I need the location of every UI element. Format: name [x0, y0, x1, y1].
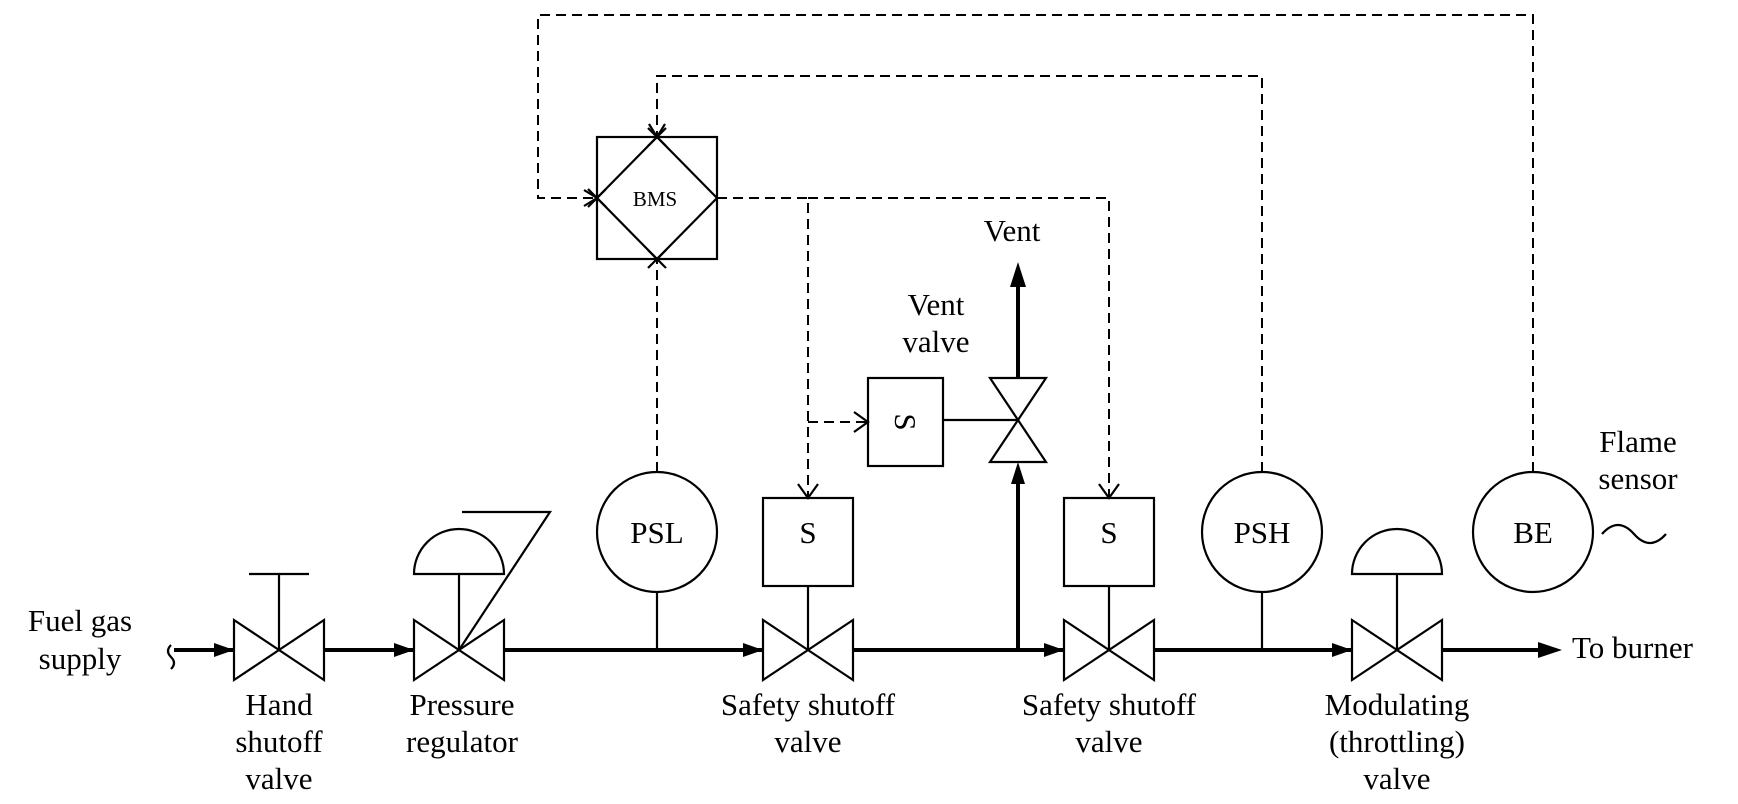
bms-label: BMS — [633, 187, 677, 211]
vent-solenoid-label: S — [888, 413, 923, 430]
safety-shutoff-1-label-line1: Safety shutoff — [721, 687, 896, 722]
flow-arrows — [214, 642, 1562, 658]
modulating-label-line3: valve — [1363, 761, 1430, 796]
safety-shutoff-valve-1: S — [761, 496, 855, 683]
modulating-valve — [1350, 527, 1444, 683]
be-label: BE — [1513, 515, 1553, 550]
to-burner-label: To burner — [1572, 630, 1694, 665]
hand-shutoff-label-line3: valve — [245, 761, 312, 796]
main-pipe — [166, 644, 1542, 670]
solenoid-2-label: S — [1100, 515, 1117, 550]
vent-valve-label-line2: valve — [902, 324, 969, 359]
safety-shutoff-valve-2: S — [1062, 496, 1156, 683]
hand-shutoff-label-line1: Hand — [245, 687, 313, 722]
bms-controller: BMS — [587, 127, 719, 269]
pressure-regulator-label-line2: regulator — [406, 724, 519, 759]
vent-valve: S — [866, 376, 1049, 468]
modulating-label-line2: (throttling) — [1329, 724, 1465, 759]
pressure-switch-low: PSL — [595, 470, 719, 650]
solenoid-1-label: S — [799, 515, 816, 550]
modulating-label-line1: Modulating — [1325, 687, 1470, 722]
vent-valve-label-line1: Vent — [908, 287, 965, 322]
psh-label: PSH — [1234, 515, 1291, 550]
vent-label: Vent — [984, 213, 1041, 248]
fuel-gas-supply-label-line1: Fuel gas — [28, 603, 132, 638]
safety-shutoff-2-label-line2: valve — [1075, 724, 1142, 759]
flame-sensor-label-line2: sensor — [1598, 461, 1678, 496]
fuel-gas-supply-label-line2: supply — [39, 641, 122, 676]
vent-line — [1010, 262, 1026, 650]
signal-lines — [537, 14, 1534, 500]
psl-label: PSL — [630, 515, 683, 550]
pressure-regulator — [412, 510, 553, 683]
text-labels: Fuel gas supply To burner Hand shutoff v… — [28, 213, 1694, 796]
pressure-regulator-label-line1: Pressure — [409, 687, 514, 722]
safety-shutoff-2-label-line1: Safety shutoff — [1022, 687, 1197, 722]
safety-shutoff-1-label-line2: valve — [774, 724, 841, 759]
flame-symbol — [1601, 523, 1667, 545]
hand-shutoff-valve — [232, 572, 326, 683]
pressure-switch-high: PSH — [1200, 470, 1324, 650]
flame-sensor-label-line1: Flame — [1599, 424, 1677, 459]
hand-shutoff-label-line2: shutoff — [235, 724, 323, 759]
